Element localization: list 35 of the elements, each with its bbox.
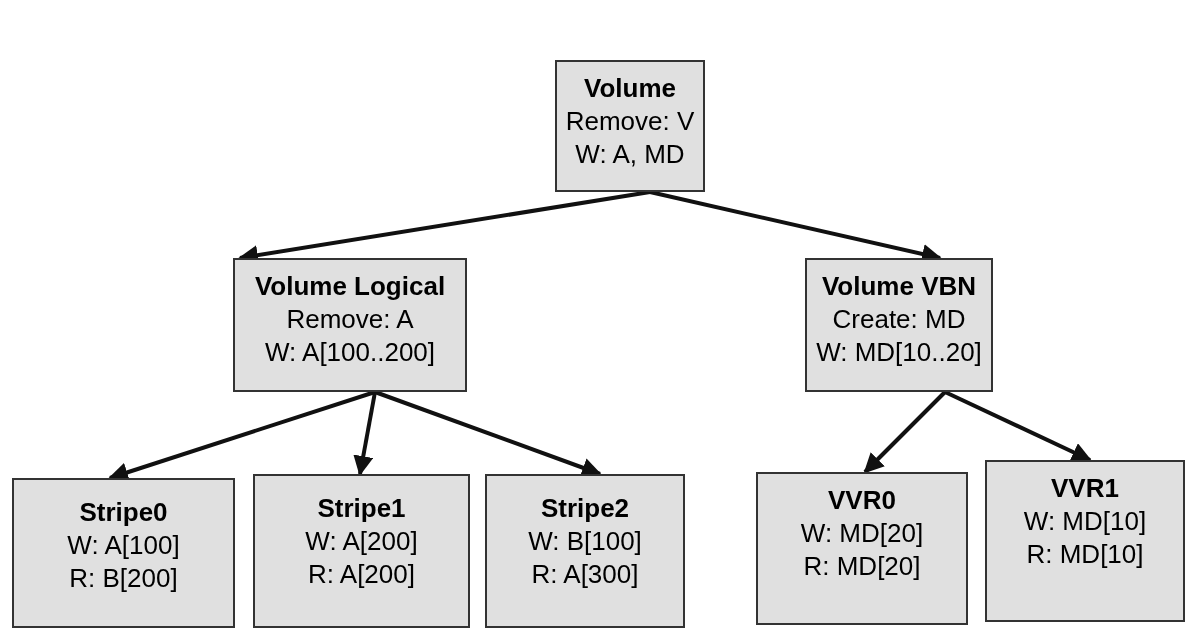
node-text: R: MD[20] <box>803 550 921 583</box>
node-box <box>253 474 470 628</box>
node-box <box>805 258 993 392</box>
node-title: Volume <box>584 72 676 105</box>
node-text: W: MD[10] <box>1023 505 1147 538</box>
node-text: W: A[100..200] <box>264 336 436 369</box>
node-box <box>12 478 235 628</box>
arrow <box>863 390 947 474</box>
node-text: R: A[300] <box>531 558 639 591</box>
node-text: W: A, MD <box>575 138 685 171</box>
node-title: Stripe1 <box>317 492 406 525</box>
node-text: R: B[200] <box>69 562 178 595</box>
node-text: Remove: V <box>565 105 695 138</box>
node-box <box>985 460 1185 622</box>
node-box <box>233 258 467 392</box>
node-box <box>555 60 705 192</box>
node-box <box>756 472 968 625</box>
node-title: Stripe0 <box>79 496 168 529</box>
arrow <box>353 391 377 476</box>
node-text: Remove: A <box>286 303 414 336</box>
node-title: VVR0 <box>828 484 896 517</box>
node-text: Create: MD <box>832 303 966 336</box>
node-title: VVR1 <box>1051 472 1119 505</box>
node-title: Volume Logical <box>254 270 446 303</box>
node-text: W: MD[10..20] <box>816 336 982 369</box>
node-title: Stripe2 <box>540 492 630 525</box>
node-text: W: MD[20] <box>800 517 924 550</box>
node-text: R: A[200] <box>308 558 415 591</box>
node-box <box>485 474 685 628</box>
node-title: Volume VBN <box>821 270 977 303</box>
node-text: W: B[100] <box>528 525 642 558</box>
node-text: W: A[100] <box>67 529 180 562</box>
node-text: R: MD[10] <box>1026 538 1144 571</box>
node-text: W: A[200] <box>305 525 418 558</box>
arrow <box>944 390 1092 462</box>
